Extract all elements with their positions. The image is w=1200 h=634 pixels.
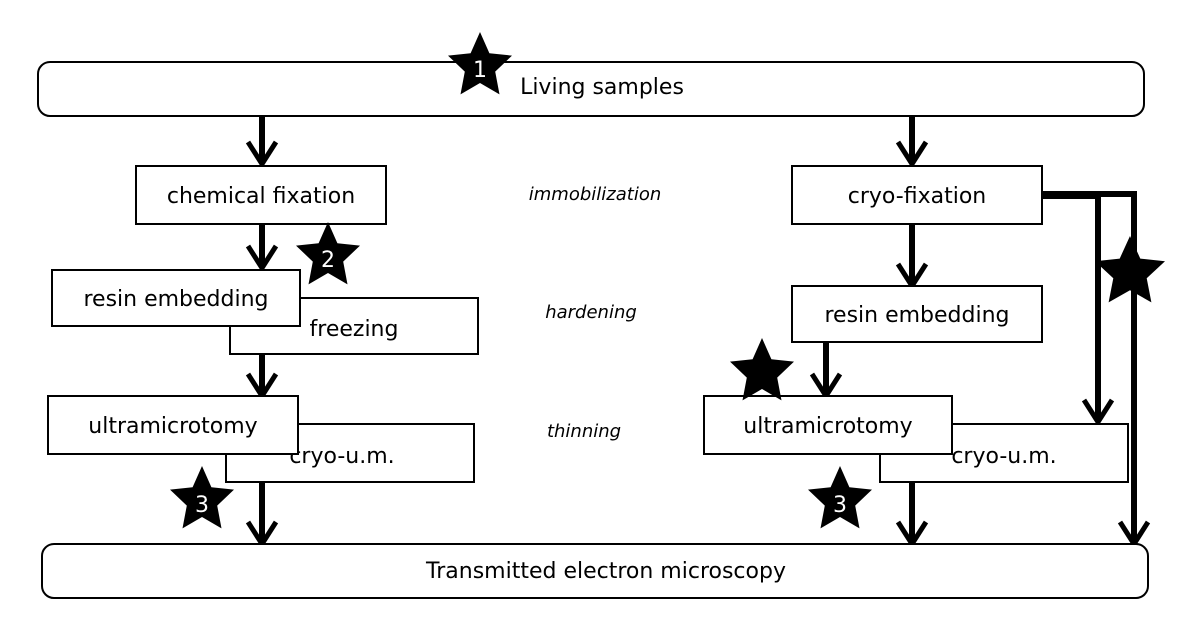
star-1-icon xyxy=(448,32,512,95)
star-3-right-icon xyxy=(808,466,872,529)
tem-box xyxy=(41,543,1149,599)
chemical-fixation-box xyxy=(135,165,387,225)
star-3-right-number: 3 xyxy=(833,493,847,518)
resin-embedding-left-label: resin embedding xyxy=(83,287,268,312)
living-samples-box xyxy=(37,61,1145,117)
star-ultramicrotomy-right-icon xyxy=(730,338,794,401)
star-2: 2 xyxy=(296,222,360,285)
star-3-left: 3 xyxy=(170,466,234,529)
freezing-label: freezing xyxy=(310,317,399,342)
resin-embedding-left-box xyxy=(51,269,301,327)
ultramicrotomy-left-label: ultramicrotomy xyxy=(88,414,257,439)
cryo-um-right-label: cryo-u.m. xyxy=(951,444,1056,469)
stage-immobilization: immobilization xyxy=(529,184,661,205)
arrow-cryo-bypass-to-tem xyxy=(1042,191,1137,542)
arrow-cryo-bypass-to-cryoum xyxy=(1042,193,1101,420)
stage-thinning: thinning xyxy=(547,421,621,442)
resin-embedding-right-box xyxy=(791,285,1043,343)
star-2-icon xyxy=(296,222,360,285)
ultramicrotomy-right-box xyxy=(703,395,953,455)
star-1-number: 1 xyxy=(473,58,487,83)
star-3-left-icon xyxy=(170,466,234,529)
cryo-um-left-label: cryo-u.m. xyxy=(289,444,394,469)
star-3-left-number: 3 xyxy=(195,493,209,518)
chemical-fixation-label: chemical fixation xyxy=(167,184,355,209)
star-2-number: 2 xyxy=(321,248,335,273)
ultramicrotomy-right-label: ultramicrotomy xyxy=(743,414,912,439)
star-bypass-icon xyxy=(1095,236,1165,303)
resin-embedding-right-label: resin embedding xyxy=(824,303,1009,328)
stage-hardening: hardening xyxy=(545,302,637,323)
cryo-fixation-label: cryo-fixation xyxy=(848,184,986,209)
living-samples-label: Living samples xyxy=(520,75,684,100)
star-1: 1 xyxy=(448,32,512,95)
tem-label: Transmitted electron microscopy xyxy=(425,559,786,584)
star-3-right: 3 xyxy=(808,466,872,529)
ultramicrotomy-left-box xyxy=(47,395,299,455)
cryo-fixation-box xyxy=(791,165,1043,225)
